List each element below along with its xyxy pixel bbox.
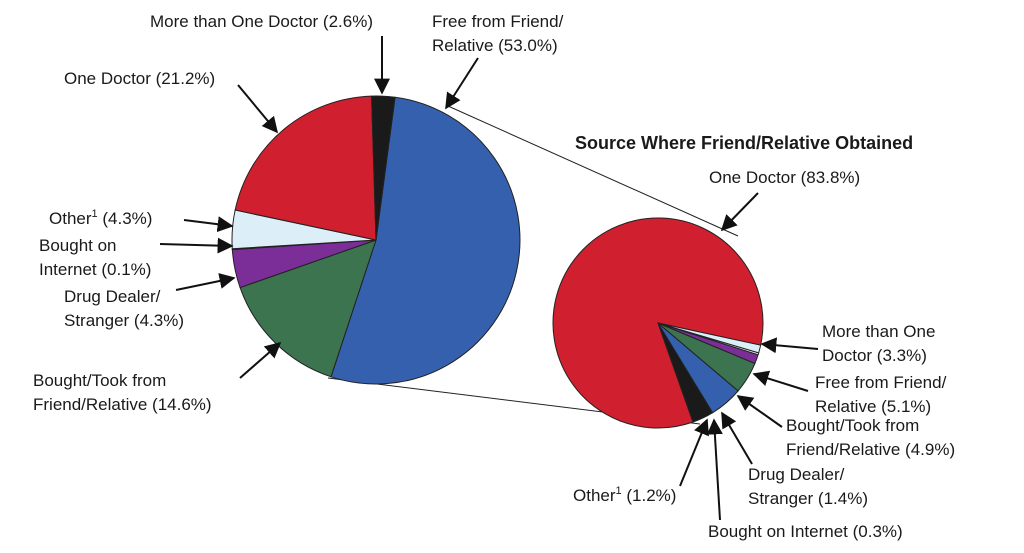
- label-bought-on-internet-line2: Internet (0.1%): [39, 260, 151, 279]
- sub-arrow-bought-on-internet: [706, 418, 723, 521]
- main-slice-more-than-one-doctor: [371, 95, 396, 241]
- sub-arrow-drug-dealer: [721, 411, 753, 465]
- sub-label-bought-took-line1: Bought/Took from: [786, 416, 919, 435]
- sub-arrow-free: [752, 370, 809, 392]
- label-free-from-friend-line1: Free from Friend/: [432, 12, 564, 31]
- connector-line-top: [447, 105, 739, 237]
- arrow-other: [183, 216, 234, 233]
- sub-label-bought-took-line2: Friend/Relative (4.9%): [786, 440, 955, 459]
- sub-label-bought-on-internet: Bought on Internet (0.3%): [708, 522, 903, 541]
- label-one-doctor: One Doctor (21.2%): [64, 69, 215, 88]
- main-pie: [231, 95, 521, 385]
- label-free-from-friend-line2: Relative (53.0%): [432, 36, 558, 55]
- sub-label-other-value: (1.2%): [622, 486, 677, 505]
- label-other: Other1 (4.3%): [49, 208, 152, 228]
- sub-arrow-more-than-one: [760, 337, 819, 354]
- arrow-bought-took: [239, 341, 282, 379]
- sub-arrow-one-doctor: [720, 192, 759, 232]
- label-drug-dealer-line1: Drug Dealer/: [64, 287, 161, 306]
- sub-label-more-than-one-line2: Doctor (3.3%): [822, 346, 927, 365]
- arrow-one-doctor: [237, 84, 279, 134]
- sub-label-other-text: Other: [573, 486, 616, 505]
- label-bought-on-internet-line1: Bought on: [39, 236, 117, 255]
- secondary-chart-title: Source Where Friend/Relative Obtained: [575, 133, 913, 153]
- arrow-drug-dealer: [175, 273, 236, 291]
- sub-label-drug-dealer-line2: Stranger (1.4%): [748, 489, 868, 508]
- label-more-than-one-doctor: More than One Doctor (2.6%): [150, 12, 373, 31]
- label-other-value: (4.3%): [98, 209, 153, 228]
- sub-label-free-line1: Free from Friend/: [815, 373, 947, 392]
- label-other-footnote: 1: [92, 208, 98, 220]
- secondary-pie: [552, 217, 764, 429]
- sub-label-more-than-one-line1: More than One: [822, 322, 935, 341]
- arrow-free-from-friend: [445, 57, 479, 110]
- sub-label-other: Other1 (1.2%): [573, 485, 676, 505]
- main-slice-one-doctor: [234, 95, 377, 241]
- sub-arrow-other: [679, 418, 709, 487]
- sub-label-free-line2: Relative (5.1%): [815, 397, 931, 416]
- sub-label-other-footnote: 1: [616, 485, 622, 497]
- sub-arrow-bought-took: [736, 395, 783, 428]
- sub-label-one-doctor: One Doctor (83.8%): [709, 168, 860, 187]
- label-bought-took-line2: Friend/Relative (14.6%): [33, 395, 212, 414]
- sub-label-drug-dealer-line1: Drug Dealer/: [748, 465, 845, 484]
- main-slice-free-from-friend-relative: [330, 96, 521, 385]
- label-other-text: Other: [49, 209, 92, 228]
- arrow-bought-on-internet: [159, 237, 234, 254]
- label-bought-took-line1: Bought/Took from: [33, 371, 166, 390]
- label-drug-dealer-line2: Stranger (4.3%): [64, 311, 184, 330]
